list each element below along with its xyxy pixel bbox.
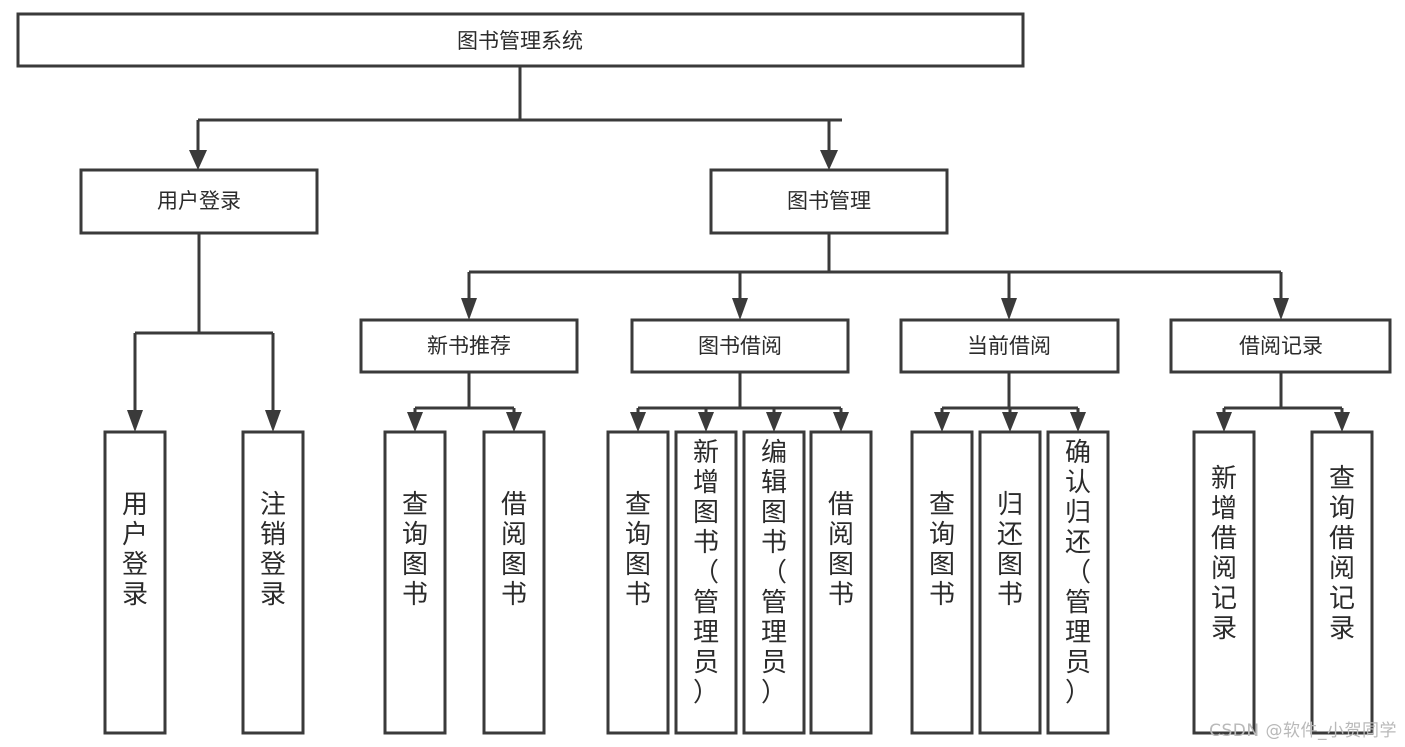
node-new-book-recommend-box[interactable] xyxy=(359,318,579,374)
node-root[interactable]: 图书管理系统 xyxy=(16,12,1025,68)
leaf-node[interactable]: 查询图书 xyxy=(910,430,974,735)
node-borrow-record-label: 借阅记录 xyxy=(1239,334,1323,358)
node-borrow-record-box[interactable] xyxy=(1169,318,1392,374)
arrowhead-leaf-query-book-2 xyxy=(630,412,646,432)
arrowhead-leaf-query-record xyxy=(1334,412,1350,432)
leaf-node[interactable]: 查询借阅记录 xyxy=(1310,430,1374,735)
node-borrow-record[interactable]: 借阅记录 xyxy=(1169,318,1392,374)
node-current-borrow-box[interactable] xyxy=(899,318,1120,374)
leaf-query-book-1-box[interactable] xyxy=(383,430,447,735)
leaf-node[interactable]: 借阅图书 xyxy=(482,430,546,735)
leaf-borrow-book-1-label: 借阅图书 xyxy=(501,490,527,610)
node-book-borrow-box[interactable] xyxy=(630,318,850,374)
leaf-node[interactable]: 归还图书 xyxy=(978,430,1042,735)
arrowhead-leaf-query-book-3 xyxy=(934,412,950,432)
leaf-confirm-return-label: 确认归还（管理员） xyxy=(1065,438,1091,708)
leaf-query-book-1-label: 查询图书 xyxy=(402,490,428,610)
node-current-borrow-label: 当前借阅 xyxy=(967,334,1051,358)
arrowhead-leaf-query-book-1 xyxy=(407,412,423,432)
node-book-manage-label: 图书管理 xyxy=(787,189,871,213)
arrowhead-user-login xyxy=(189,150,207,170)
arrowhead-new-book-recommend xyxy=(461,298,477,320)
edges-bookmanage-to-level3 xyxy=(461,233,1289,320)
node-book-borrow[interactable]: 图书借阅 xyxy=(630,318,850,374)
node-user-login-box[interactable] xyxy=(79,168,319,235)
leaf-user-login-label: 用户登录 xyxy=(122,490,148,610)
edges-newbook-to-leaves xyxy=(407,372,522,432)
leaf-query-record-box[interactable] xyxy=(1310,430,1374,735)
node-user-login-label: 用户登录 xyxy=(157,189,241,213)
leaf-node[interactable]: 借阅图书 xyxy=(809,430,873,735)
node-book-borrow-label: 图书借阅 xyxy=(698,334,782,358)
leaf-node[interactable]: 注销登录 xyxy=(241,430,305,735)
leaf-node[interactable]: 查询图书 xyxy=(383,430,447,735)
leaf-borrow-book-2-label: 借阅图书 xyxy=(828,490,854,610)
node-root-box[interactable] xyxy=(16,12,1025,68)
leaf-logout-login-box[interactable] xyxy=(241,430,305,735)
arrowhead-leaf-borrow-book-1 xyxy=(506,412,522,432)
leaf-add-book-box[interactable] xyxy=(674,430,738,735)
node-book-manage-box[interactable] xyxy=(709,168,949,235)
leaf-node[interactable]: 新增借阅记录 xyxy=(1192,430,1256,735)
arrowhead-current-borrow xyxy=(1001,298,1017,320)
leaf-query-book-3-box[interactable] xyxy=(910,430,974,735)
edges-borrowrecord-to-leaves xyxy=(1216,372,1350,432)
arrowhead-leaf-logout-login xyxy=(265,410,281,432)
leaf-add-book-label: 新增图书（管理员） xyxy=(693,438,719,708)
arrowhead-leaf-return-book xyxy=(1002,412,1018,432)
arrowhead-book-manage xyxy=(820,150,838,170)
arrowhead-leaf-add-book xyxy=(698,412,714,432)
leaf-node[interactable]: 查询图书 xyxy=(606,430,670,735)
leaf-edit-book-label: 编辑图书（管理员） xyxy=(761,438,787,708)
leaf-borrow-book-1-box[interactable] xyxy=(482,430,546,735)
node-new-book-recommend-label: 新书推荐 xyxy=(427,334,511,358)
leaf-node[interactable]: 新增图书（管理员） xyxy=(674,430,738,735)
arrowhead-borrow-record xyxy=(1273,298,1289,320)
arrowhead-leaf-borrow-book-2 xyxy=(833,412,849,432)
edges-bookborrow-to-leaves xyxy=(630,372,849,432)
leaf-query-book-3-label: 查询图书 xyxy=(929,490,955,610)
leaf-user-login-box[interactable] xyxy=(103,430,167,735)
leaf-return-book-label: 归还图书 xyxy=(997,490,1023,610)
leaf-add-record-box[interactable] xyxy=(1192,430,1256,735)
node-new-book-recommend[interactable]: 新书推荐 xyxy=(359,318,579,374)
node-user-login[interactable]: 用户登录 xyxy=(79,168,319,235)
csdn-watermark: CSDN @软件_小贺同学 xyxy=(1209,721,1397,741)
leaf-edit-book-box[interactable] xyxy=(742,430,806,735)
leaf-node[interactable]: 用户登录 xyxy=(103,430,167,735)
edges-currentborrow-to-leaves xyxy=(934,372,1086,432)
leaf-confirm-return-box[interactable] xyxy=(1046,430,1110,735)
leaf-add-record-label: 新增借阅记录 xyxy=(1211,464,1237,644)
leaf-query-book-2-label: 查询图书 xyxy=(625,490,651,610)
leaf-node[interactable]: 确认归还（管理员） xyxy=(1046,430,1110,735)
leaf-query-book-2-box[interactable] xyxy=(606,430,670,735)
arrowhead-leaf-edit-book xyxy=(766,412,782,432)
arrowhead-leaf-add-record xyxy=(1216,412,1232,432)
node-book-manage[interactable]: 图书管理 xyxy=(709,168,949,235)
arrowhead-book-borrow xyxy=(732,298,748,320)
node-root-label: 图书管理系统 xyxy=(457,29,583,53)
edges-root-to-level2 xyxy=(189,66,842,170)
leaf-logout-login-label: 注销登录 xyxy=(260,490,286,610)
arrowhead-leaf-confirm-return xyxy=(1070,412,1086,432)
leaf-borrow-book-2-box[interactable] xyxy=(809,430,873,735)
leaf-node[interactable]: 编辑图书（管理员） xyxy=(742,430,806,735)
leaf-query-record-label: 查询借阅记录 xyxy=(1329,464,1355,644)
edges-userlogin-to-leaves xyxy=(127,233,281,432)
leaf-return-book-box[interactable] xyxy=(978,430,1042,735)
node-current-borrow[interactable]: 当前借阅 xyxy=(899,318,1120,374)
arrowhead-leaf-user-login xyxy=(127,410,143,432)
